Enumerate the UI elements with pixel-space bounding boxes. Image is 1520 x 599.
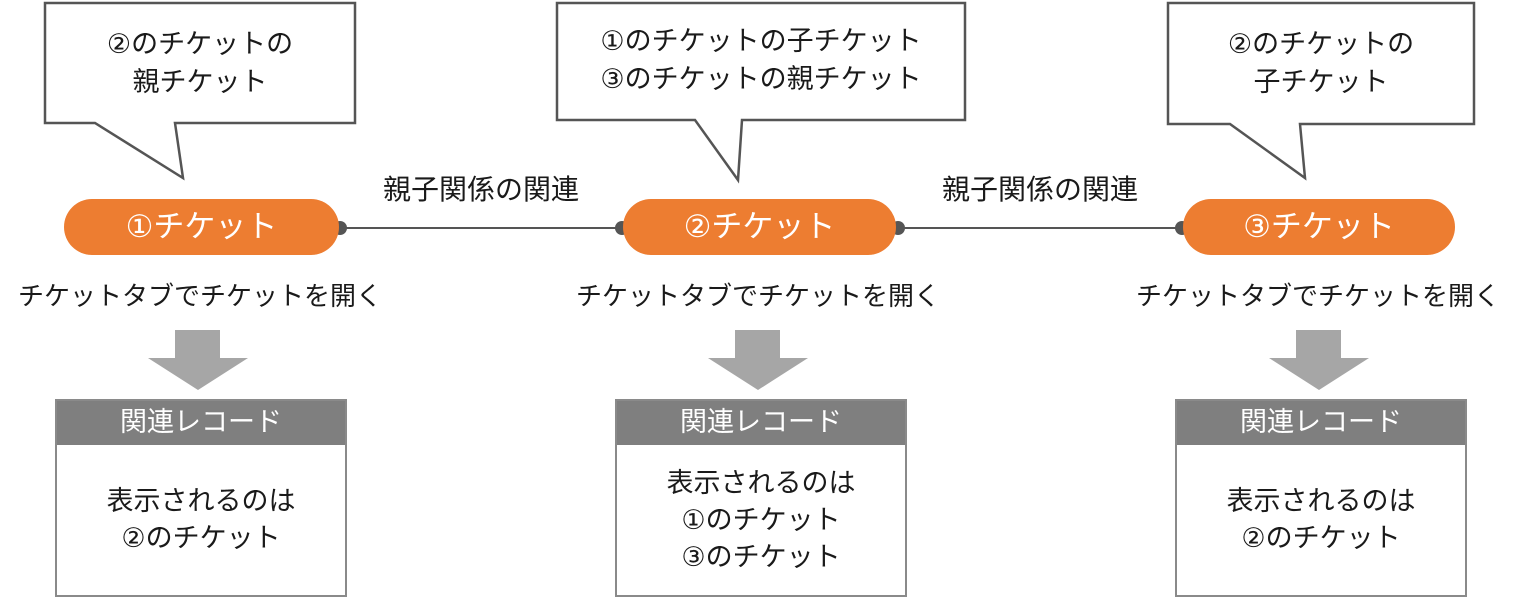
callout-text-2: ①のチケットの子チケット ③のチケットの親チケット xyxy=(557,23,965,99)
panel-body: 表示されるのは ①のチケット ③のチケット xyxy=(617,445,905,595)
panel-line: ②のチケット xyxy=(1241,523,1401,554)
panel-line: ②のチケット xyxy=(121,523,281,554)
relation-label-2-3: 親子関係の関連 xyxy=(941,173,1138,206)
callout-line: ③のチケットの親チケット xyxy=(600,64,922,95)
ticket-node-1: ①チケット xyxy=(64,199,339,255)
ticket-node-2: ②チケット xyxy=(623,199,896,255)
callout-bubble-3 xyxy=(1166,1,1476,181)
open-ticket-caption-1: チケットタブでチケットを開く xyxy=(17,282,382,312)
related-records-panel-2: 関連レコード 表示されるのは ①のチケット ③のチケット xyxy=(615,399,907,597)
panel-line: 表示されるのは xyxy=(1226,486,1416,517)
panel-line: ③のチケット xyxy=(681,541,841,573)
callout-bubble-2 xyxy=(555,1,967,184)
panel-body: 表示されるのは ②のチケット xyxy=(57,445,345,595)
callout-bubble-1 xyxy=(43,1,357,181)
panel-header: 関連レコード xyxy=(1177,401,1465,445)
related-records-panel-3: 関連レコード 表示されるのは ②のチケット xyxy=(1175,399,1467,597)
panel-line: 表示されるのは xyxy=(106,486,296,517)
down-arrow-icon xyxy=(1269,330,1369,390)
down-arrow-icon xyxy=(708,330,808,390)
panel-line: ①のチケット xyxy=(681,504,841,536)
callout-text-1: ②のチケットの 親チケット xyxy=(45,26,355,102)
callout-line: 子チケット xyxy=(1253,67,1389,98)
down-arrow-icon xyxy=(148,330,248,390)
callout-text-3: ②のチケットの 子チケット xyxy=(1168,26,1474,102)
panel-line: 表示されるのは xyxy=(666,467,856,499)
callout-line: ②のチケットの xyxy=(106,29,294,60)
relation-label-1-2: 親子関係の関連 xyxy=(382,173,579,206)
callout-line: ②のチケットの xyxy=(1227,29,1415,60)
open-ticket-caption-2: チケットタブでチケットを開く xyxy=(575,282,940,312)
related-records-panel-1: 関連レコード 表示されるのは ②のチケット xyxy=(55,399,347,597)
ticket-node-3: ③チケット xyxy=(1183,199,1455,255)
panel-header: 関連レコード xyxy=(617,401,905,445)
panel-header: 関連レコード xyxy=(57,401,345,445)
callout-line: ①のチケットの子チケット xyxy=(600,26,922,57)
panel-body: 表示されるのは ②のチケット xyxy=(1177,445,1465,595)
open-ticket-caption-3: チケットタブでチケットを開く xyxy=(1135,282,1500,312)
callout-line: 親チケット xyxy=(132,67,268,98)
